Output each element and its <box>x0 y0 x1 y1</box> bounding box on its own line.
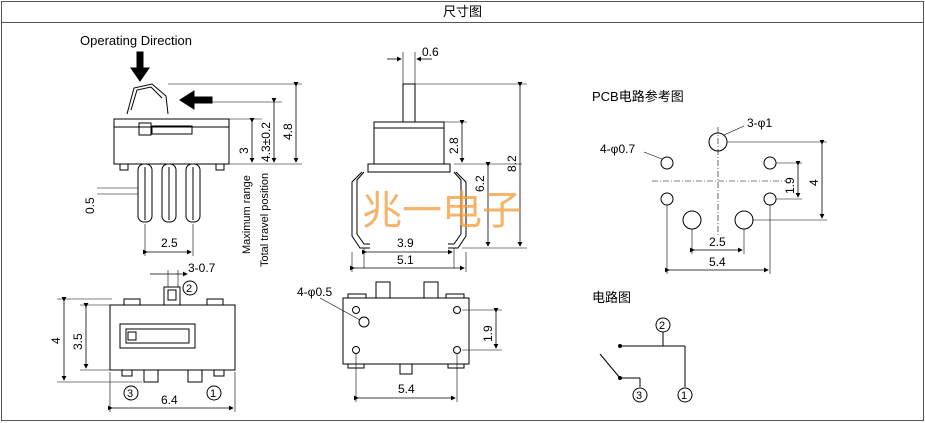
dim-side-h43: 4.3±0.2 <box>259 122 273 162</box>
dim-front-w51: 5.1 <box>397 253 414 267</box>
pcb-title: PCB电路参考图 <box>592 89 684 104</box>
pin-2-label: 2 <box>186 283 192 295</box>
dim-side-h3: 3 <box>237 147 251 154</box>
dim-top-h19: 1.9 <box>481 325 495 342</box>
front-view: 0.6 2.8 6.2 8.2 3.9 5.1 <box>350 45 527 272</box>
pcb-layout: PCB电路参考图 3-φ1 4-φ0.7 1.9 <box>592 89 827 274</box>
pin-1-label: 1 <box>210 388 216 400</box>
circuit-pin-1: 1 <box>681 390 687 402</box>
dim-pcb-big-holes: 3-φ1 <box>747 116 772 130</box>
dim-bottom-h35: 3.5 <box>71 333 85 350</box>
dim-pcb-w25: 2.5 <box>709 235 726 249</box>
side-view: Operating Direction <box>80 33 302 267</box>
circuit-diagram: 电路图 2 1 3 <box>592 290 693 403</box>
dim-pcb-w54: 5.4 <box>709 255 726 269</box>
dim-bottom-pin-width: 3-0.7 <box>188 261 216 275</box>
sheet-title: 尺寸图 <box>2 2 923 23</box>
dim-front-w39: 3.9 <box>397 236 414 250</box>
dim-bottom-h4: 4 <box>49 337 63 344</box>
total-travel-label: Total travel position <box>259 173 271 267</box>
circuit-pin-3: 3 <box>636 390 642 402</box>
top-view: 4-φ0.5 1.9 5.4 <box>297 281 502 402</box>
dim-side-offset: 0.5 <box>83 197 97 214</box>
dim-side-pitch: 2.5 <box>161 236 178 250</box>
circuit-title: 电路图 <box>592 290 631 305</box>
dim-front-stem: 0.6 <box>422 45 439 59</box>
dim-front-h82: 8.2 <box>505 155 519 172</box>
dim-front-h62: 6.2 <box>473 175 487 192</box>
max-range-label: Maximum range <box>241 175 253 254</box>
dim-front-h28: 2.8 <box>447 137 461 154</box>
slide-arrow-icon <box>179 90 213 110</box>
dim-top-holes: 4-φ0.5 <box>297 285 332 299</box>
dim-pcb-small-holes: 4-φ0.7 <box>600 142 635 156</box>
dim-bottom-w64: 6.4 <box>161 393 178 407</box>
dim-pcb-h19: 1.9 <box>783 177 797 194</box>
circuit-pin-2: 2 <box>659 320 665 332</box>
watermark: 兆一电子 <box>362 188 522 234</box>
dim-top-w54: 5.4 <box>398 382 415 396</box>
dim-pcb-h4: 4 <box>807 179 821 186</box>
pin-3-label: 3 <box>127 388 133 400</box>
dim-side-h48: 4.8 <box>281 123 295 140</box>
operating-direction-label: Operating Direction <box>80 33 192 48</box>
bottom-view: 3-0.7 4 3.5 6.4 2 3 1 <box>49 261 236 412</box>
operating-arrow-icon <box>130 51 150 82</box>
